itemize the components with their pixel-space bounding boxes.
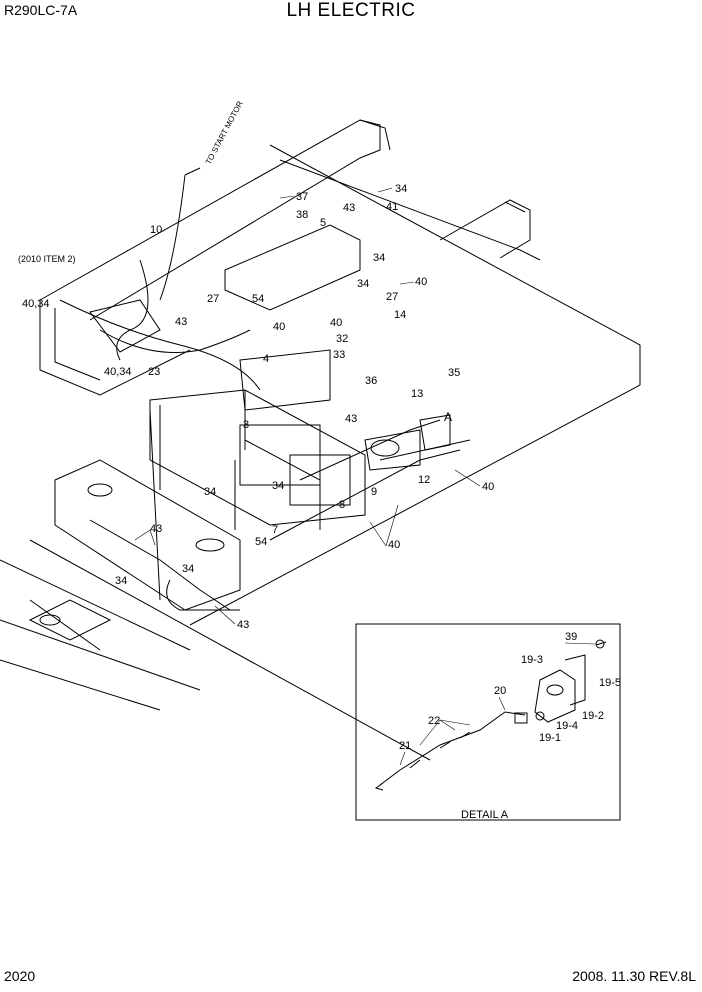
callout: 10 (150, 224, 162, 236)
callout: 40 (388, 539, 400, 551)
callout: 34 (204, 486, 216, 498)
callout: 43 (345, 413, 357, 425)
main-view-callouts: 34 37 38 43 41 5 10 34 40 27 34 54 43 40… (22, 183, 494, 631)
callout: 40,34 (104, 366, 132, 378)
model-number: R290LC-7A (4, 2, 78, 18)
callout: 37 (296, 191, 308, 203)
callout: 27 (207, 293, 219, 305)
page-number: 2020 (4, 968, 36, 984)
callout: 7 (272, 524, 278, 536)
reference-item-note: (2010 ITEM 2) (18, 254, 76, 264)
callout: 27 (386, 291, 398, 303)
callout: 3 (243, 419, 249, 431)
callout: 54 (252, 293, 264, 305)
detail-a-label: DETAIL A (461, 809, 509, 821)
callout: 13 (411, 388, 423, 400)
callout: 14 (394, 309, 406, 321)
callout: 36 (365, 375, 377, 387)
callout: 39 (565, 631, 577, 643)
callout: 40 (330, 317, 342, 329)
callout: 54 (255, 536, 267, 548)
callout: 40,34 (22, 298, 50, 310)
callout: 34 (272, 480, 284, 492)
callout: 43 (237, 619, 249, 631)
callout: 23 (148, 366, 160, 378)
callout: 21 (399, 740, 411, 752)
callout: 43 (343, 202, 355, 214)
callout: 40 (482, 481, 494, 493)
callout: 8 (339, 499, 345, 511)
callout: 41 (386, 201, 398, 213)
callout: 19-1 (539, 732, 561, 744)
detail-a-frame (355, 623, 621, 821)
callout: 20 (494, 685, 506, 697)
revision-date: 2008. 11.30 REV.8L (572, 968, 696, 984)
callout: 43 (175, 316, 187, 328)
callout: 22 (428, 715, 440, 727)
callout: 9 (371, 486, 377, 498)
callout: 35 (448, 367, 460, 379)
callout: 5 (320, 217, 326, 229)
callout: 40 (273, 321, 285, 333)
callout: 32 (336, 333, 348, 345)
page-title: LH ELECTRIC (286, 0, 416, 21)
callout: 34 (182, 563, 194, 575)
callout: 19-5 (599, 677, 621, 689)
detail-marker: A (444, 410, 452, 424)
callout: 19-4 (556, 720, 578, 732)
callout: 38 (296, 209, 308, 221)
callout: 40 (415, 276, 427, 288)
callout: 34 (115, 575, 127, 587)
callout: 19-2 (582, 710, 604, 722)
callout: 33 (333, 349, 345, 361)
detail-a-panel: 39 19-3 19-5 20 22 19-4 19-2 19-1 21 DET… (355, 623, 621, 821)
callout: 12 (418, 474, 430, 486)
to-start-motor-note: TO START MOTOR (204, 99, 245, 166)
callout: 34 (395, 183, 407, 195)
callout: 4 (263, 353, 269, 365)
callout: 19-3 (521, 654, 543, 666)
callout: 34 (357, 278, 369, 290)
callout: 34 (373, 252, 385, 264)
callout: 43 (150, 523, 162, 535)
